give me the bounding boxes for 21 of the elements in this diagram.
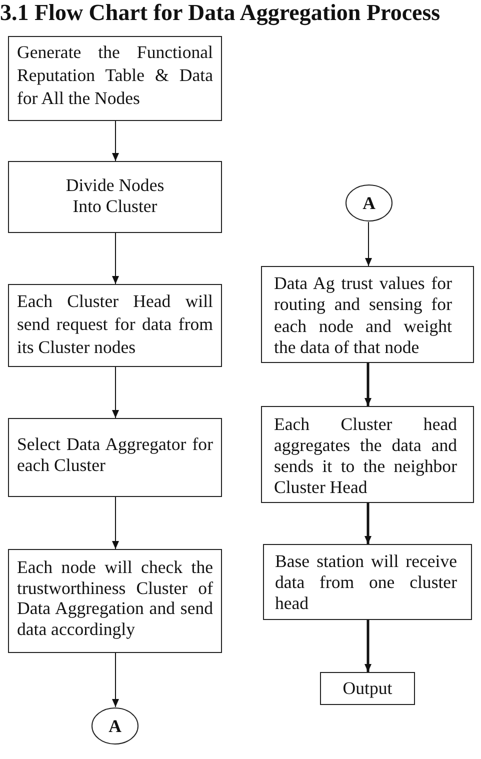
connector-circle: A [345, 184, 393, 222]
title: 3.1 Flow Chart for Data Aggregation Process [0, 0, 440, 26]
process-box: Select Data Aggregator for each Cluster [8, 418, 222, 497]
arrow [112, 232, 119, 284]
process-box: Divide Nodes Into Cluster [8, 161, 222, 233]
arrow [112, 366, 119, 418]
process-box: Each Cluster head aggregates the data and sends it to the neighbor Cluster Head [261, 406, 474, 503]
arrow [112, 496, 119, 550]
process-box: Generate the Functional Reputation Table & Data for All the Nodes [8, 36, 222, 121]
arrow [112, 652, 119, 708]
connector-circle: A [91, 707, 139, 745]
process-box: Base station will receive data from one cluster head [263, 544, 472, 620]
process-box: Output [320, 672, 415, 705]
arrow [365, 222, 372, 266]
arrow [364, 503, 372, 544]
process-box: Each node will check the trustworthiness Cluster of Data Aggregation and send data accordingly [8, 549, 222, 653]
process-box: Data Ag trust values for routing and sensing for each node and weight the data of that node [261, 266, 474, 363]
arrow [364, 363, 372, 406]
arrow [364, 620, 372, 672]
process-box: Each Cluster Head will send request for data from its Cluster nodes [8, 284, 222, 367]
arrow [112, 120, 119, 162]
